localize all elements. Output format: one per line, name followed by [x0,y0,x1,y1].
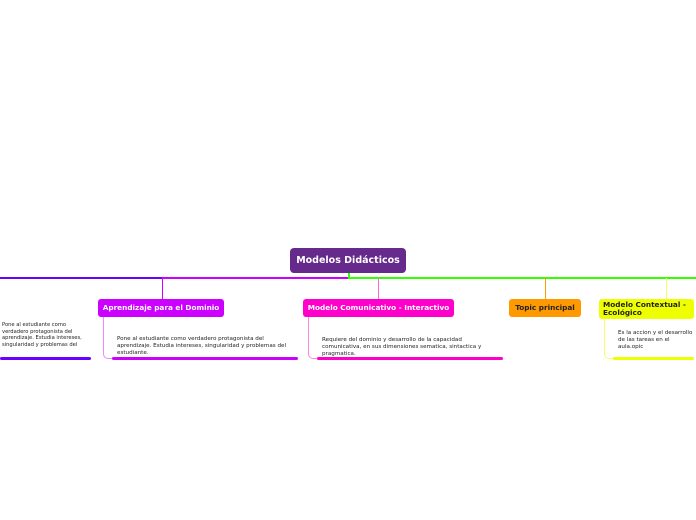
branch-modelo-comunicativo[interactable]: Modelo Comunicativo - Interactivo [303,299,454,317]
branch-1-description: Pone al estudiante como verdadero protag… [117,336,286,356]
branch-2-bracket [308,317,319,359]
branch-4-underline [613,357,694,360]
branch-topic-principal[interactable]: Topic principal [509,299,581,317]
branch-4-label: Modelo Contextual - Ecológico [603,300,686,317]
connector-left-outer [0,277,162,279]
branch-2-underline [317,357,503,360]
connector-root-stub [348,273,350,278]
connector-branch-2 [378,278,379,299]
connector-branch-1 [162,278,163,299]
connector-right [348,277,696,279]
branch-0-underline [0,357,91,360]
branch-aprendizaje-dominio[interactable]: Aprendizaje para el Dominio [98,299,224,317]
root-topic[interactable]: Modelos Didácticos [290,248,406,273]
branch-4-description: Es la accion y el desarrollo de las tare… [618,330,693,350]
connector-left-inner [162,277,349,279]
branch-0-description: Pone al estudiante como verdadero protag… [2,322,82,348]
connector-branch-4 [666,278,667,299]
branch-2-description: Requiere del dominio y desarrollo de la … [322,337,482,357]
branch-1-underline [112,357,298,360]
branch-1-bracket [103,317,114,359]
branch-4-bracket [604,319,615,359]
connector-branch-3 [545,278,546,299]
branch-modelo-contextual[interactable]: Modelo Contextual - Ecológico [599,299,694,319]
